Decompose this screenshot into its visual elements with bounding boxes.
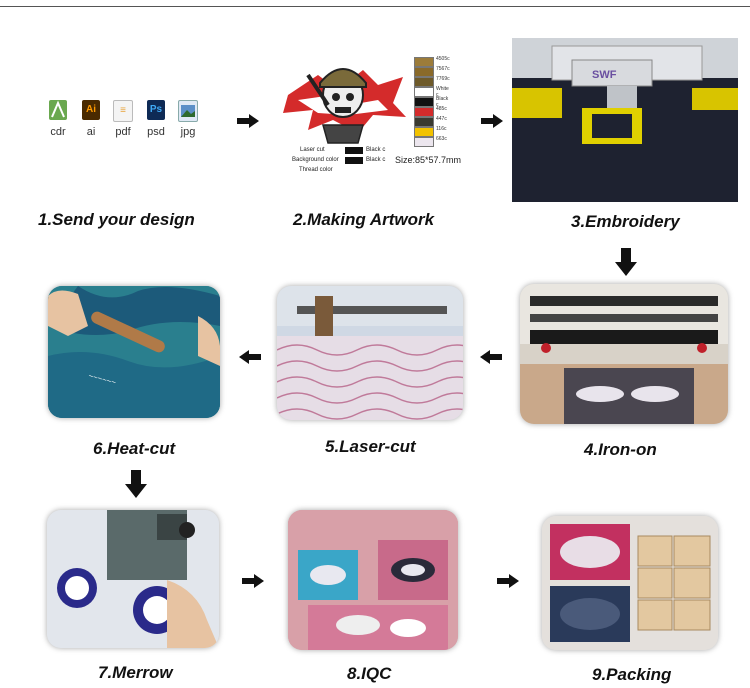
arrow-right-icon	[237, 114, 259, 128]
illustrator-icon: Ai	[78, 100, 104, 124]
format-label: pdf	[115, 126, 131, 138]
coreldraw-icon	[45, 100, 71, 124]
iqc-photo	[288, 510, 458, 650]
arrow-right-icon	[242, 574, 264, 588]
pdf-icon: ≡	[110, 100, 136, 124]
format-label: cdr	[50, 126, 66, 138]
step-2-label: 2.Making Artwork	[293, 210, 435, 229]
laser-cut-photo	[277, 286, 463, 420]
heat-cut-photo: ~~~~~~	[48, 286, 220, 418]
legend-value: Black c	[366, 147, 386, 153]
top-divider	[0, 6, 750, 7]
arrow-left-icon	[480, 350, 502, 364]
packing-photo	[542, 516, 718, 650]
machine-brand-text: SWF	[592, 69, 617, 81]
legend-background-label: Background color	[292, 157, 339, 163]
legend-swatch	[345, 157, 363, 164]
embroidery-photo: SWF	[512, 38, 738, 202]
merrow-photo	[47, 510, 219, 648]
step-1-label: 1.Send your design	[38, 210, 195, 229]
photoshop-icon: Ps	[143, 100, 169, 124]
step-9-label: 9.Packing	[592, 665, 672, 684]
arrow-down-icon	[615, 248, 637, 276]
arrow-left-icon	[239, 350, 261, 364]
arrow-right-icon	[481, 114, 503, 128]
format-label: jpg	[180, 126, 196, 138]
patch-size: Size:85*57.7mm	[395, 155, 462, 165]
format-label: psd	[147, 126, 165, 138]
legend-thread-label: Thread color	[299, 167, 333, 173]
arrow-down-icon	[125, 470, 147, 498]
legend-value: Black c	[366, 157, 386, 163]
step-5-label: 5.Laser-cut	[325, 437, 416, 456]
arrow-right-icon	[497, 574, 519, 588]
image-icon	[175, 100, 201, 124]
step-6-label: 6.Heat-cut	[93, 439, 176, 458]
step-4-label: 4.Iron-on	[584, 440, 657, 459]
legend-swatch	[345, 147, 363, 154]
format-label: ai	[86, 126, 96, 138]
step-3-label: 3.Embroidery	[571, 212, 680, 231]
legend-laser-cut-label: Laser cut	[300, 147, 325, 153]
step-7-label: 7.Merrow	[98, 663, 173, 682]
step-8-label: 8.IQC	[347, 664, 392, 683]
patch-artwork-image	[283, 68, 406, 144]
iron-on-photo	[520, 284, 728, 424]
